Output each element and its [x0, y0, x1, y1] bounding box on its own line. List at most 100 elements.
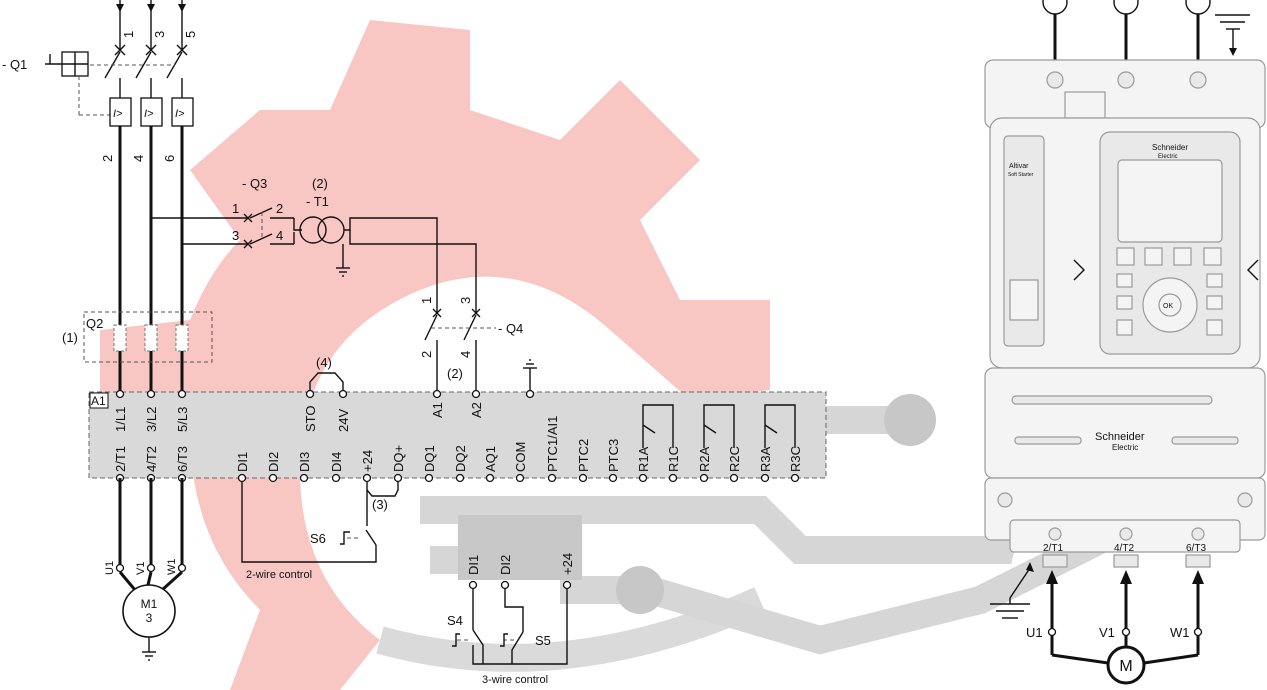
bottom-terminal-label: PTC3 — [606, 439, 621, 472]
load-label-6: 6 — [162, 155, 177, 162]
device-brand-top: Schneider — [1152, 143, 1188, 152]
device-motor-label: M — [1119, 658, 1132, 675]
bottom-terminal-node — [638, 473, 648, 483]
bottom-terminal-node — [547, 473, 557, 483]
sto-note: (4) — [316, 355, 332, 370]
power-supply: 1 3 5 - Q1 I> I> I> 2 4 6 — [2, 0, 198, 394]
soft-starter-device: Altivar Soft Starter Schneider Electric … — [984, 0, 1266, 685]
trip-unit-1: I> — [113, 108, 123, 120]
device-brand-panel-sub: Electric — [1112, 443, 1138, 452]
bottom-terminal-node — [455, 473, 465, 483]
device-terminal-4t2: 4/T2 — [1114, 543, 1134, 554]
q4-terminal-2: 2 — [419, 351, 434, 358]
three-wire-shade — [458, 515, 582, 580]
bottom-terminal-node — [299, 473, 309, 483]
breaker-tag: - Q1 — [2, 57, 27, 72]
bottom-terminal-node — [515, 473, 525, 483]
starter-terminal-strip: A1 1/L1 3/L2 5/L3 STO 24V A1 A2 (4) (2) — [88, 355, 827, 483]
bottom-terminal-node — [729, 473, 739, 483]
bottom-terminal-label: PTC1/AI1 — [545, 416, 560, 472]
top-terminal-5l3: 5/L3 — [175, 407, 190, 432]
bottom-terminal-label: R2A — [697, 446, 712, 472]
load-label-2: 2 — [100, 155, 115, 162]
control-transformer: - Q3 (2) - T1 1 2 3 4 — [151, 176, 477, 300]
s5-tag: S5 — [535, 633, 551, 648]
device-brand-panel: Schneider — [1095, 431, 1145, 443]
bottom-terminal-label: COM — [513, 442, 528, 472]
line-label-5: 5 — [183, 31, 198, 38]
bottom-terminal-node — [393, 473, 403, 483]
bottom-terminal-label: DQ+ — [391, 445, 406, 472]
bottom-terminal-node — [699, 473, 709, 483]
bottom-terminal-node — [268, 473, 278, 483]
three-wire-control: DI1 DI2 +24 S4 S5 3-wire control — [447, 553, 575, 686]
top-terminal-a2: A2 — [469, 402, 484, 418]
s6-tag: S6 — [310, 531, 326, 546]
bottom-terminal-node — [668, 473, 678, 483]
top-terminal-1l1: 1/L1 — [113, 407, 128, 432]
motor-tag: M1 — [141, 597, 158, 611]
watermark-gear-red — [100, 20, 770, 690]
load-label-4: 4 — [131, 155, 146, 162]
bottom-terminal-label: R1A — [636, 446, 651, 472]
q3-tag: - Q3 — [242, 176, 267, 191]
device-side-label: Altivar — [1009, 163, 1029, 170]
bottom-terminal-label: +24 — [360, 450, 375, 472]
line-label-3: 3 — [152, 31, 167, 38]
motor-phase-u1: U1 — [104, 561, 116, 575]
bottom-terminal-node — [362, 473, 372, 483]
bottom-terminal-node — [760, 473, 770, 483]
a1-tag-box — [89, 392, 109, 409]
two-wire-control: (3) S6 2-wire control — [241, 482, 399, 581]
q3-terminal-4: 4 — [276, 228, 283, 243]
bottom-terminal-label: R2C — [727, 446, 742, 472]
bottom-terminal-label: DI4 — [329, 452, 344, 472]
trip-unit-2: I> — [144, 108, 154, 120]
s4-tag: S4 — [447, 613, 463, 628]
top-terminal-a1: A1 — [430, 402, 445, 418]
bottom-terminal-node — [608, 473, 618, 483]
fuse-tag: Q2 — [86, 316, 103, 331]
bottom-terminal-label: PTC2 — [576, 439, 591, 472]
q4-terminal-3: 3 — [458, 297, 473, 304]
top-terminal-3l2: 3/L2 — [144, 407, 159, 432]
q4-terminal-1: 1 — [419, 297, 434, 304]
bottom-terminal-label: 6/T3 — [175, 446, 190, 472]
t1-note: (2) — [312, 176, 328, 191]
bottom-terminal-node — [790, 473, 800, 483]
motor-phase-v1: V1 — [135, 562, 147, 575]
device-ok-key: OK — [1163, 303, 1173, 310]
three-wire-di1: DI1 — [466, 555, 481, 575]
motor-phase-count: 3 — [146, 611, 153, 625]
top-terminal-sto: STO — [303, 406, 318, 433]
device-phase-w1: W1 — [1170, 625, 1190, 640]
q3-terminal-1: 1 — [232, 201, 239, 216]
three-wire-di2: DI2 — [498, 555, 513, 575]
bottom-terminal-label: R3A — [758, 446, 773, 472]
watermark-node-1 — [884, 394, 936, 446]
device-phase-u1: U1 — [1026, 625, 1043, 640]
bottom-terminal-node — [424, 473, 434, 483]
device-motor — [1106, 645, 1146, 685]
bottom-terminal-label: R1C — [666, 446, 681, 472]
bottom-terminal-label: R3C — [788, 446, 803, 472]
three-wire-plus24: +24 — [560, 553, 575, 575]
device-terminal-6t3: 6/T3 — [1186, 543, 1206, 554]
bottom-terminal-label: 4/T2 — [144, 446, 159, 472]
q4-switch: 1 3 2 4 - Q4 — [419, 297, 523, 394]
device-brand-top-sub: Electric — [1158, 154, 1178, 160]
watermark-node-2 — [616, 566, 664, 614]
bottom-terminal-node — [331, 473, 341, 483]
device-phase-v1: V1 — [1099, 625, 1115, 640]
bottom-terminal-label: DI1 — [235, 452, 250, 472]
a1-tag: A1 — [91, 394, 106, 408]
q4-tag: - Q4 — [498, 321, 523, 336]
line-label-1: 1 — [121, 31, 136, 38]
t1-tag: - T1 — [306, 194, 329, 209]
trip-unit-3: I> — [175, 108, 185, 120]
bottom-terminal-label: DQ1 — [422, 445, 437, 472]
top-terminal-24v: 24V — [336, 409, 351, 432]
motor-circuit: U1 V1 W1 M1 3 — [104, 478, 187, 661]
device-terminal-2t1: 2/T1 — [1043, 543, 1063, 554]
